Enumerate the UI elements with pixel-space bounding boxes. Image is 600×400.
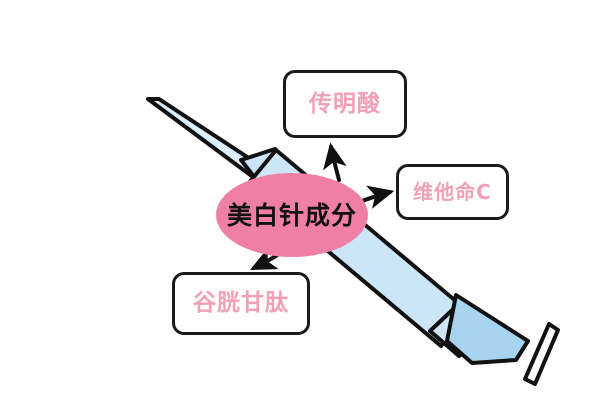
- callout-label-tranexamic: 传明酸: [309, 90, 381, 117]
- center-bubble: 美白针成分: [216, 173, 368, 257]
- callout-label-glutathione: 谷胱甘肽: [193, 290, 289, 316]
- arrow-to-tranexamic: [323, 142, 347, 182]
- callout-box-vitaminc: 维他命C: [396, 164, 509, 220]
- callout-label-vitaminc: 维他命C: [413, 180, 492, 204]
- center-bubble-label: 美白针成分: [226, 200, 357, 230]
- callout-box-glutathione: 谷胱甘肽: [172, 272, 310, 335]
- callout-box-tranexamic: 传明酸: [283, 70, 407, 138]
- plunger-thumb-rest-shape: [523, 322, 560, 386]
- plunger-body-shape: [445, 293, 530, 365]
